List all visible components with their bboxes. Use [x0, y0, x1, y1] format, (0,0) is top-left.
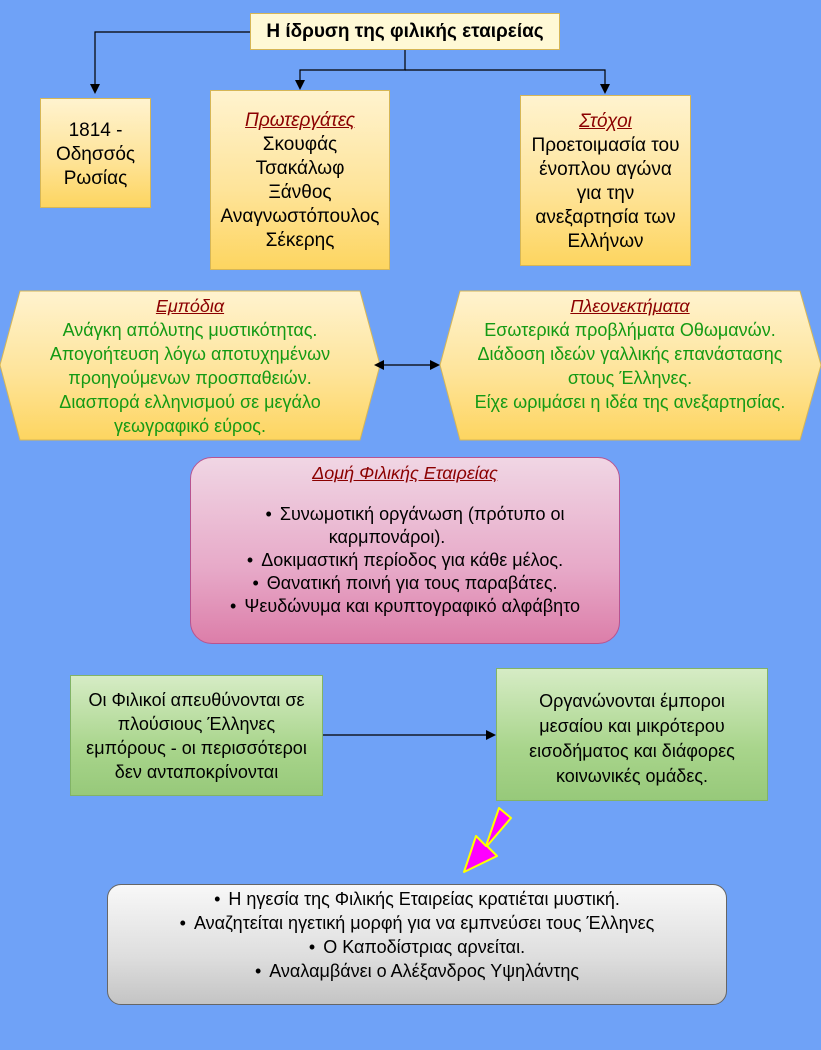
obstacles-box: Εμπόδια Ανάγκη απόλυτης μυστικότητας. Απ… — [20, 294, 360, 438]
rich-merchants-line: πλούσιους Έλληνες — [117, 714, 276, 734]
organized-line: εισοδήματος και διάφορες — [529, 741, 735, 761]
founding-line: Οδησσός — [55, 144, 136, 165]
structure-item: Συνωμοτική οργάνωση (πρότυπο οι — [191, 503, 619, 526]
page-title-box: Η ίδρυση της φιλικής εταιρείας — [250, 13, 560, 50]
rich-merchants-line: εμπόρους - οι περισσότεροι — [86, 738, 307, 758]
founder-name: Σέκερης — [265, 230, 335, 251]
structure-item: Ψευδώνυμα και κρυπτογραφικό αλφάβητο — [191, 595, 619, 618]
organized-line: Οργανώνονται έμποροι — [539, 691, 725, 711]
organized-line: μεσαίου και μικρότερου — [539, 716, 725, 736]
advantages-hexagon — [439, 290, 821, 441]
founders-heading: Πρωτεργάτες — [245, 110, 355, 131]
organized-line: κοινωνικές ομάδες. — [555, 766, 709, 786]
obstacles-heading: Εμπόδια — [155, 296, 225, 316]
founding-line: Ρωσίας — [63, 168, 128, 189]
founding-box: 1814 - Οδησσός Ρωσίας — [40, 98, 151, 208]
magenta-arrow-icon — [463, 807, 512, 873]
founder-name: Ξάνθος — [268, 182, 332, 203]
page-title: Η ίδρυση της φιλικής εταιρείας — [266, 20, 544, 42]
connector-title-to-founders — [295, 50, 406, 90]
goals-line: ανεξαρτησία των — [535, 207, 676, 228]
founder-name: Τσακάλωφ — [255, 158, 345, 179]
leadership-item: Αναζητείται ηγετική μορφή για να εμπνεύσ… — [108, 911, 726, 935]
obstacles-line: Διασπορά ελληνισμού σε μεγάλο — [59, 392, 321, 412]
founders-box: Πρωτεργάτες Σκουφάς Τσακάλωφ Ξάνθος Αναγ… — [210, 90, 390, 270]
leadership-item: Αναλαμβάνει ο Αλέξανδρος Υψηλάντης — [108, 959, 726, 983]
founding-line: 1814 - — [68, 120, 123, 141]
rich-merchants-line: Οι Φιλικοί απευθύνονται σε — [88, 690, 305, 710]
advantages-line: Εσωτερικά προβλήματα Οθωμανών. — [484, 320, 776, 340]
structure-box: Δομή Φιλικής Εταιρείας Συνωμοτική οργάνω… — [190, 457, 620, 644]
rich-merchants-box: Οι Φιλικοί απευθύνονται σε πλούσιους Έλλ… — [70, 675, 323, 796]
structure-list: Συνωμοτική οργάνωση (πρότυπο οι καρμπονά… — [191, 503, 619, 618]
obstacles-line: προηγούμενων προσπαθειών. — [68, 368, 312, 388]
leadership-list: Η ηγεσία της Φιλικής Εταιρείας κρατιέται… — [108, 887, 726, 983]
goals-line: για την — [576, 183, 635, 204]
rich-merchants-line: δεν ανταποκρίνονται — [114, 762, 279, 782]
advantages-heading: Πλεονεκτήματα — [570, 296, 690, 316]
connector-title-to-goals — [405, 69, 610, 94]
founder-name: Σκουφάς — [262, 134, 338, 155]
advantages-line: Διάδοση ιδεών γαλλικής επανάστασης — [477, 344, 783, 364]
structure-item-continuation: καρμπονάροι). — [328, 527, 446, 547]
obstacles-line: Απογοήτευση λόγω αποτυχημένων — [49, 344, 331, 364]
leadership-item: Ο Καποδίστριας αρνείται. — [108, 935, 726, 959]
advantages-line: στους Έλληνες. — [567, 368, 693, 388]
obstacles-hexagon — [0, 290, 381, 441]
structure-item: Θανατική ποινή για τους παραβάτες. — [191, 572, 619, 595]
goals-line: Προετοιμασία του — [531, 135, 680, 156]
advantages-line: Είχε ωριμάσει η ιδέα της ανεξαρτησίας. — [474, 392, 786, 412]
leadership-item: Η ηγεσία της Φιλικής Εταιρείας κρατιέται… — [108, 887, 726, 911]
goals-box: Στόχοι Προετοιμασία του ένοπλου αγώνα γι… — [520, 95, 691, 266]
organized-box: Οργανώνονται έμποροι μεσαίου και μικρότε… — [496, 668, 768, 801]
goals-line: Ελλήνων — [567, 231, 644, 252]
connector-title-to-founding — [90, 31, 250, 94]
goals-heading: Στόχοι — [579, 111, 632, 132]
structure-item: Δοκιμαστική περίοδος για κάθε μέλος. — [191, 549, 619, 572]
goals-line: ένοπλου αγώνα — [539, 159, 672, 180]
structure-heading: Δομή Φιλικής Εταιρείας — [312, 463, 498, 483]
founder-name: Αναγνωστόπουλος — [220, 206, 380, 227]
leadership-box: Η ηγεσία της Φιλικής Εταιρείας κρατιέται… — [107, 884, 727, 1005]
obstacles-line: Ανάγκη απόλυτης μυστικότητας. — [62, 320, 318, 340]
obstacles-line: γεωγραφικό εύρος. — [114, 416, 266, 436]
advantages-box: Πλεονεκτήματα Εσωτερικά προβλήματα Οθωμα… — [450, 294, 810, 414]
